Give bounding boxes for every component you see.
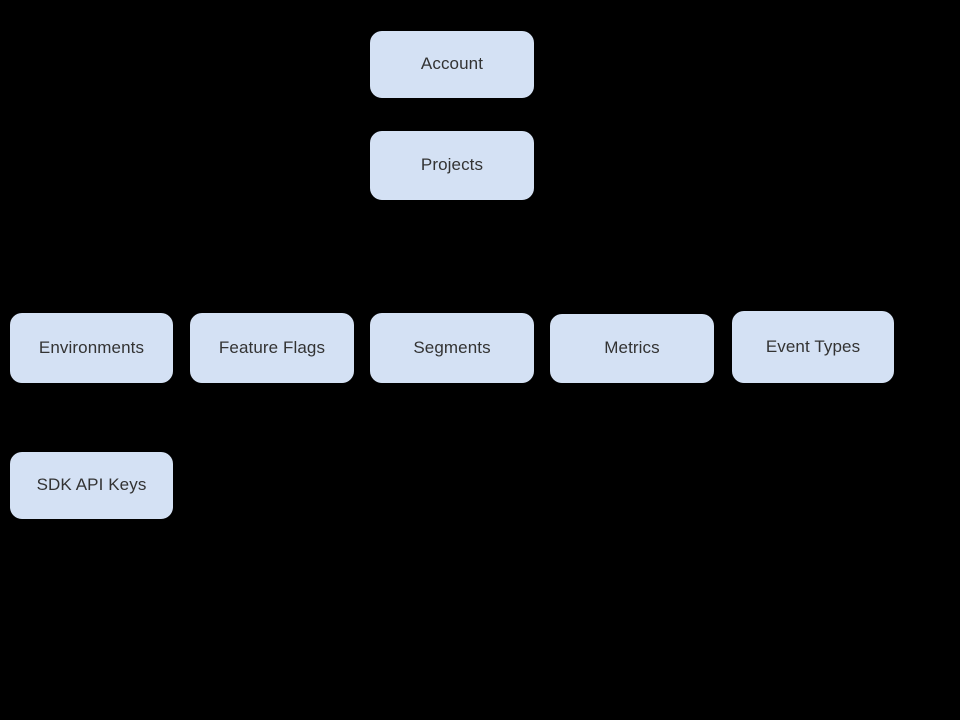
node-sdk-api-keys[interactable]: SDK API Keys — [10, 452, 173, 519]
edge-bus-metrics — [631, 256, 633, 314]
node-event-types-label: Event Types — [765, 336, 861, 356]
node-metrics[interactable]: Metrics — [550, 314, 714, 383]
node-feature-flags-label: Feature Flags — [218, 337, 326, 357]
node-environments[interactable]: Environments — [10, 313, 173, 383]
node-account-label: Account — [420, 54, 484, 74]
edge-environments-sdk-api-keys — [91, 383, 93, 452]
edge-account-projects — [451, 98, 453, 131]
edge-bus-segments — [451, 256, 453, 313]
node-segments[interactable]: Segments — [370, 313, 534, 383]
edge-projects-trunk — [451, 200, 453, 257]
edge-bus-feature-flags — [271, 256, 273, 313]
node-segments-label: Segments — [413, 337, 491, 357]
edge-bus-event-types — [812, 256, 814, 311]
node-projects-label: Projects — [420, 155, 484, 175]
node-account[interactable]: Account — [370, 31, 534, 98]
node-sdk-api-keys-label: SDK API Keys — [36, 475, 147, 495]
node-environments-label: Environments — [38, 337, 145, 357]
node-projects[interactable]: Projects — [370, 131, 534, 200]
node-metrics-label: Metrics — [604, 338, 660, 358]
node-feature-flags[interactable]: Feature Flags — [190, 313, 354, 383]
node-event-types[interactable]: Event Types — [732, 311, 894, 383]
edge-bus-environments — [91, 256, 93, 313]
